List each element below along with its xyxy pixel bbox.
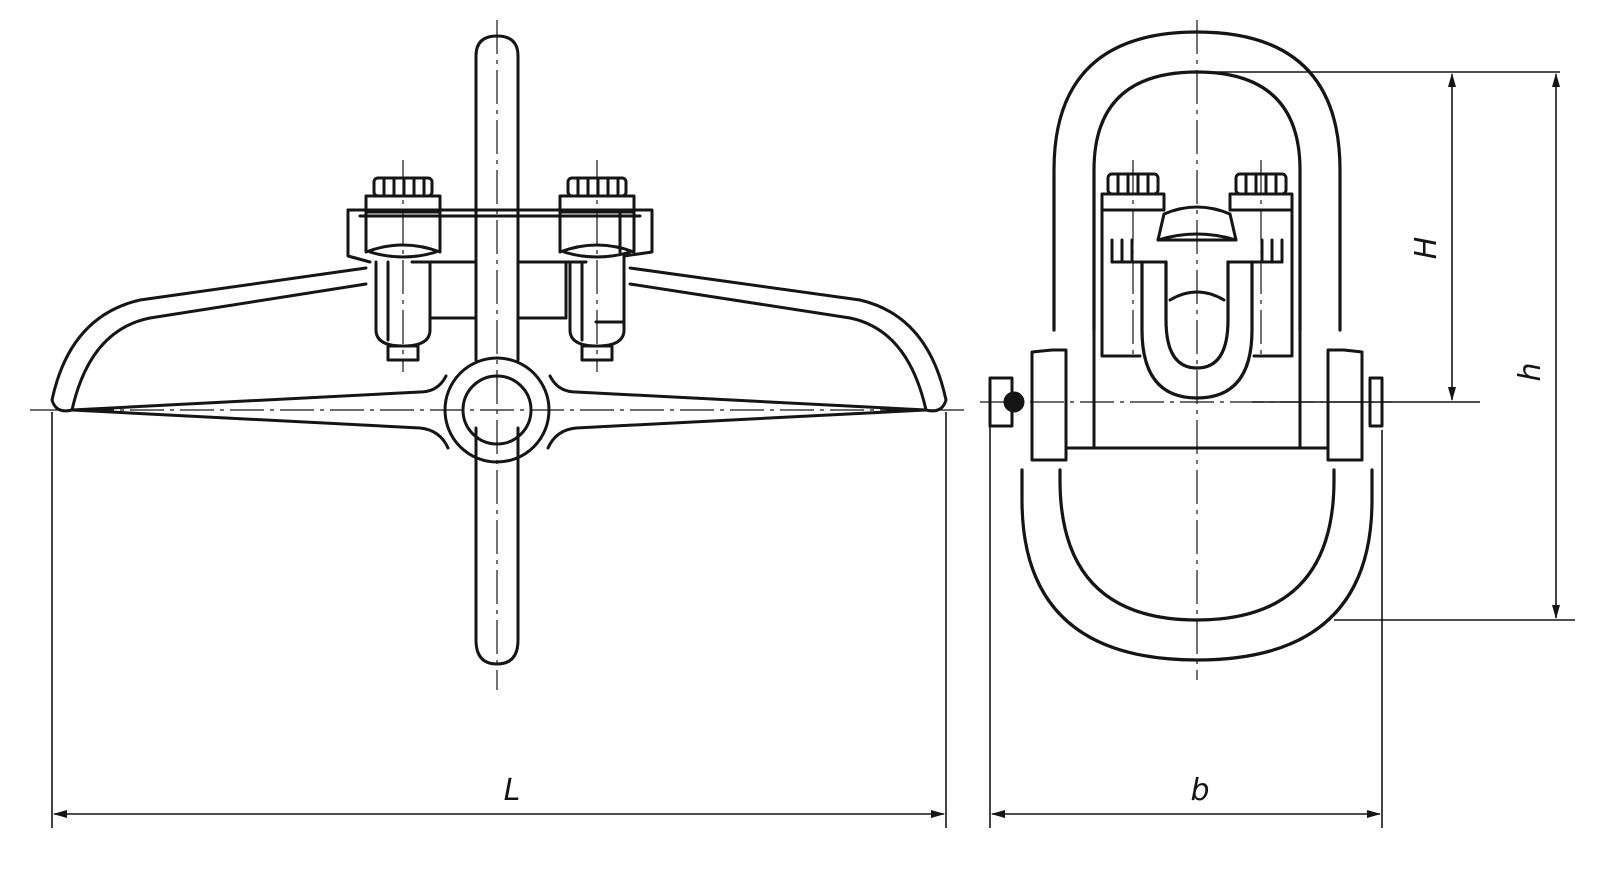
dimension-label-b: b [1190, 773, 1209, 808]
right-bolt [558, 160, 636, 372]
clamp-bracket [346, 208, 654, 324]
dimension-label-L: L [504, 773, 521, 808]
side-view [980, 20, 1392, 680]
left-arm [50, 266, 368, 413]
side-bolt-right [1228, 160, 1294, 360]
dimension-label-h: h [1513, 362, 1548, 381]
dimension-H: H [1200, 71, 1560, 403]
spreader-bar [30, 374, 970, 450]
dimension-label-H: H [1409, 237, 1444, 260]
dimension-L: L [51, 412, 947, 828]
vertical-rod [474, 20, 520, 690]
front-view [30, 20, 970, 690]
dimension-b: b [989, 380, 1383, 828]
left-bolt [364, 160, 442, 372]
dimension-h: h [1334, 73, 1575, 621]
side-bolt-left [1100, 160, 1166, 360]
right-arm [628, 266, 948, 413]
center-hub [443, 356, 551, 464]
